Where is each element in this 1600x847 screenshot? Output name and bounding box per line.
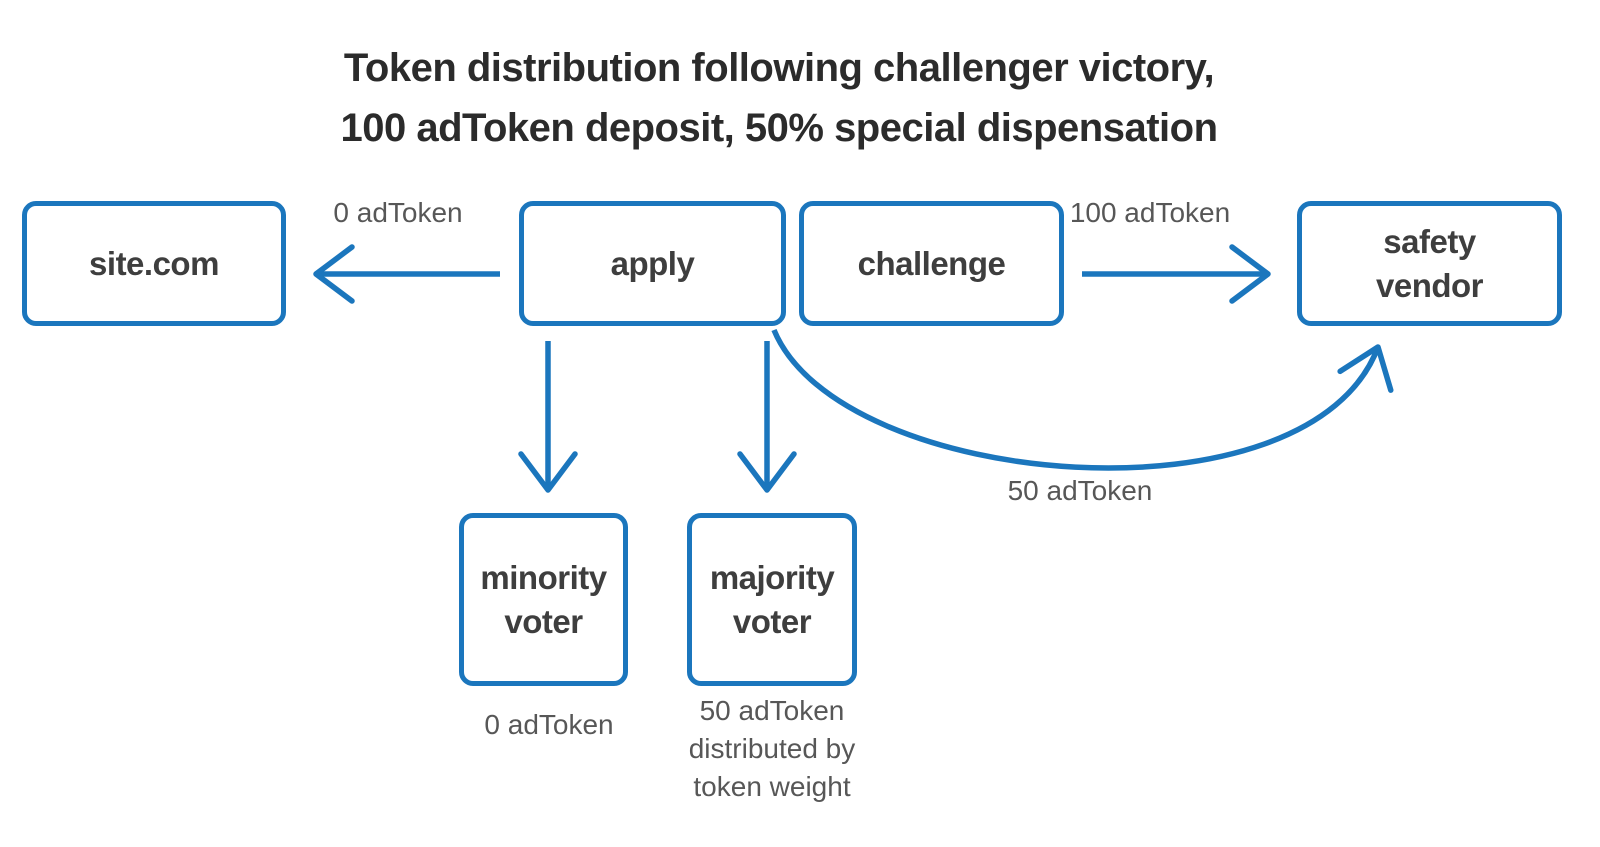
node-apply: apply — [519, 201, 786, 326]
edge-label-apply-to-vendor: 50 adToken — [1007, 475, 1153, 506]
node-minority-voter: minority voter — [459, 513, 628, 686]
node-majority-voter: majority voter — [687, 513, 857, 686]
arrow-apply-to-vendor-curve — [771, 328, 1394, 471]
node-safety-vendor: safety vendor — [1297, 201, 1562, 326]
node-challenge: challenge — [799, 201, 1064, 326]
caption-minority-payout: 0 adToken — [484, 709, 614, 740]
edge-label-challenge-to-vendor: 100 adToken — [1069, 197, 1231, 228]
edge-label-apply-to-site: 0 adToken — [333, 197, 463, 228]
node-site-com: site.com — [22, 201, 286, 326]
diagram-title: Token distribution following challenger … — [340, 46, 1218, 150]
caption-majority-payout: 50 adToken distributed by token weight — [688, 695, 856, 802]
